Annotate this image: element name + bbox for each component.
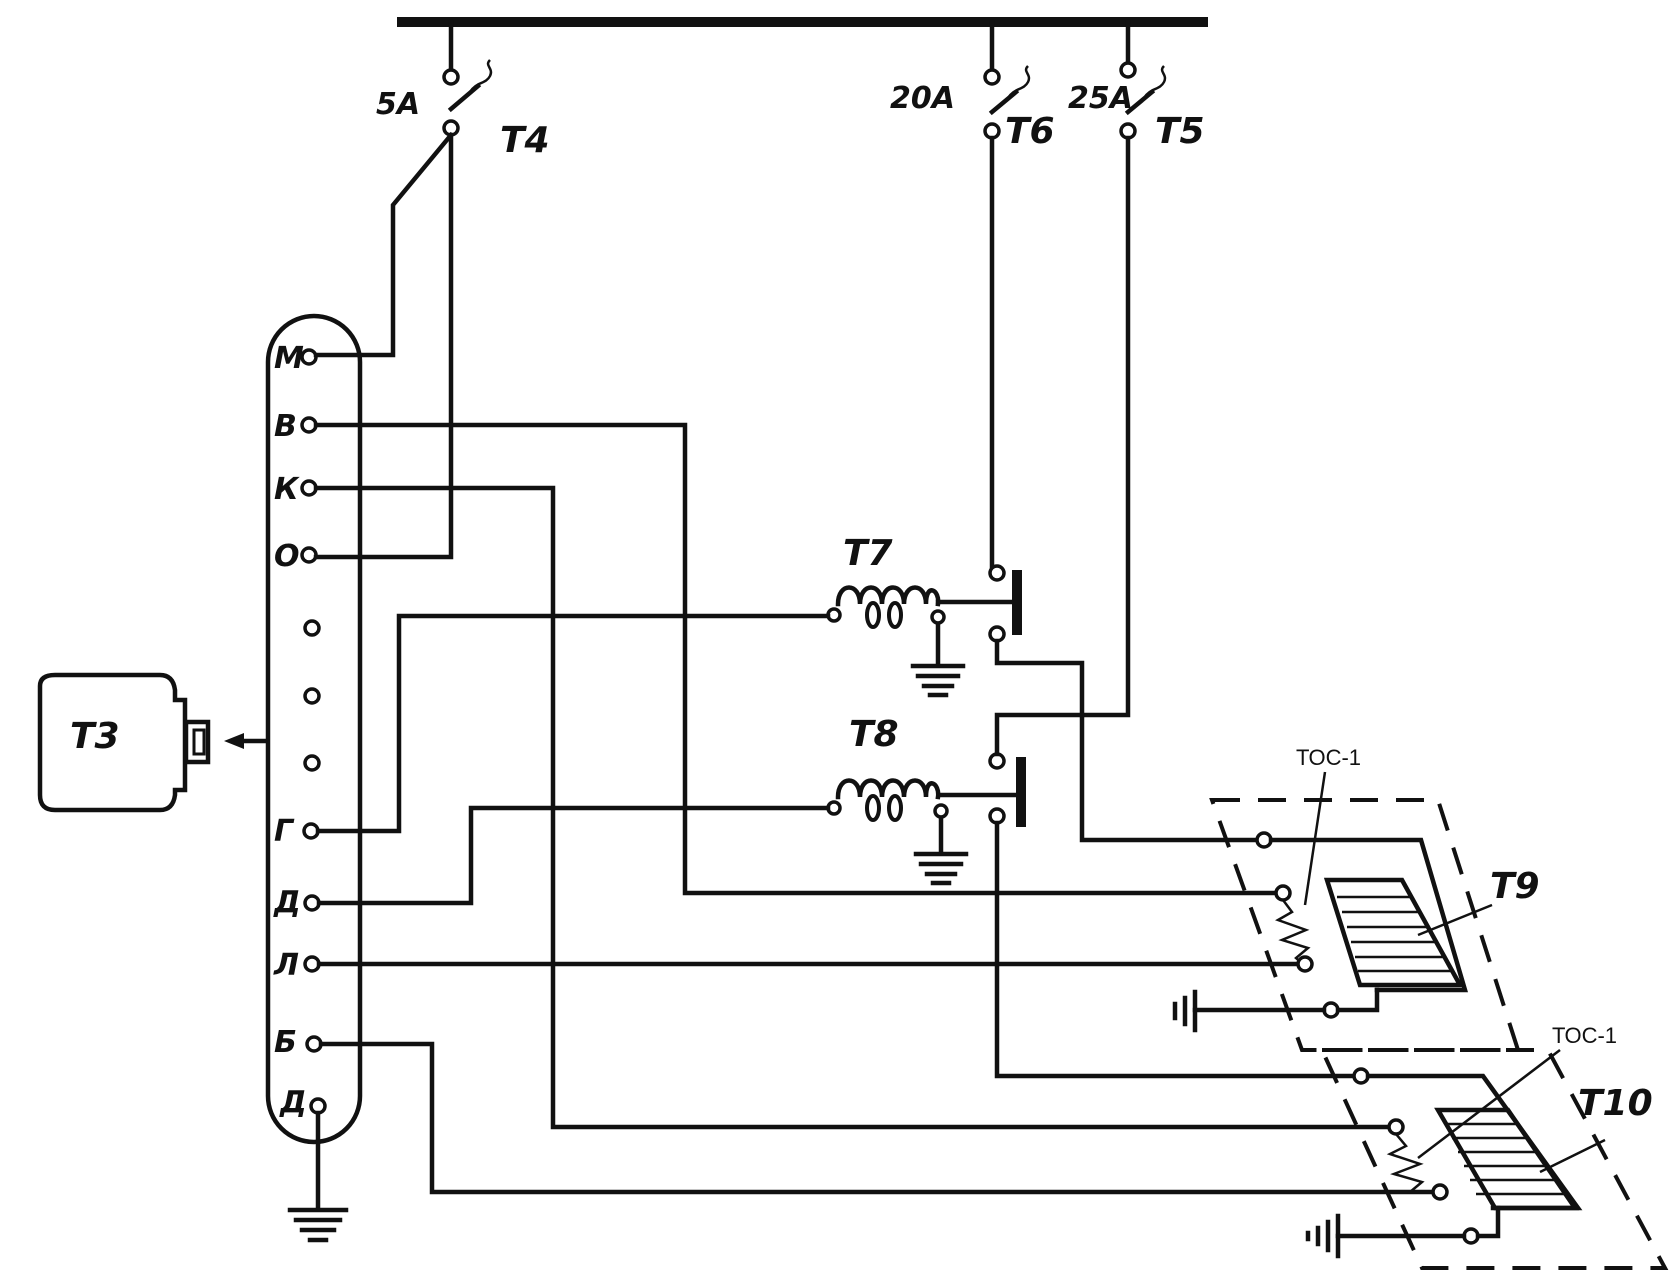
arrow-icon: [224, 733, 267, 749]
t5-rating: 25А: [1068, 81, 1133, 116]
t10-sensor-label: ТОС-1: [1552, 1023, 1617, 1048]
t6-rating: 20А: [890, 81, 955, 116]
t10-label: Т10: [1578, 1083, 1653, 1124]
relay-t7: Т7: [826, 533, 1022, 643]
switch-t5: 25А Т5: [1068, 19, 1205, 152]
t4-rating: 5А: [376, 87, 420, 122]
device-t3: Т3: [37, 672, 211, 813]
connector-pin-v: В: [274, 409, 318, 444]
switch-t4: 5А Т4: [376, 19, 550, 161]
connector-block: М В К О Г Д Л Б: [265, 313, 363, 1145]
connector-pin-m: М: [274, 341, 318, 376]
t5-label: Т5: [1155, 111, 1205, 152]
svg-text:Д: Д: [279, 1085, 307, 1120]
connector-pin-b: Б: [274, 1025, 323, 1060]
svg-text:Д: Д: [273, 885, 301, 920]
connector-pin-d: Д: [273, 885, 321, 920]
t9-label: Т9: [1490, 866, 1540, 907]
connector-pin-g: Г: [274, 814, 320, 849]
connector-pin-spare-2: [303, 687, 321, 705]
svg-text:О: О: [274, 539, 300, 574]
connector-pin-l: Л: [273, 948, 321, 983]
t9-sensor-label: ТОС-1: [1296, 745, 1361, 770]
switch-t6: 20А Т6: [890, 19, 1055, 152]
sensor-block-t10: Т10 ТОС-1: [1318, 1023, 1669, 1270]
svg-text:Б: Б: [274, 1025, 297, 1060]
connector-pin-o: О: [274, 539, 318, 574]
sensor-block-t9: Т9 ТОС-1: [1209, 745, 1540, 1052]
svg-text:М: М: [274, 341, 304, 376]
t9-ground-icon: [1172, 989, 1327, 1033]
svg-text:Г: Г: [274, 814, 295, 849]
t6-label: Т6: [1005, 111, 1055, 152]
svg-text:Л: Л: [273, 948, 299, 983]
t8-ground-icon: [913, 815, 969, 886]
t7-label: Т7: [843, 533, 893, 574]
wires: [313, 131, 1435, 1195]
connector-pin-spare-1: [303, 619, 321, 637]
svg-text:К: К: [274, 472, 300, 507]
t10-ground-icon: [1305, 1213, 1467, 1259]
t3-label: Т3: [70, 716, 120, 757]
connector-pin-k: К: [274, 472, 318, 507]
t8-label: Т8: [849, 714, 899, 755]
relay-t8: Т8: [826, 714, 1026, 827]
svg-text:В: В: [274, 409, 297, 444]
connector-pin-spare-3: [303, 754, 321, 772]
t4-label: Т4: [500, 120, 550, 161]
connector-ground-icon: [287, 1110, 349, 1243]
t7-ground-icon: [910, 621, 966, 698]
